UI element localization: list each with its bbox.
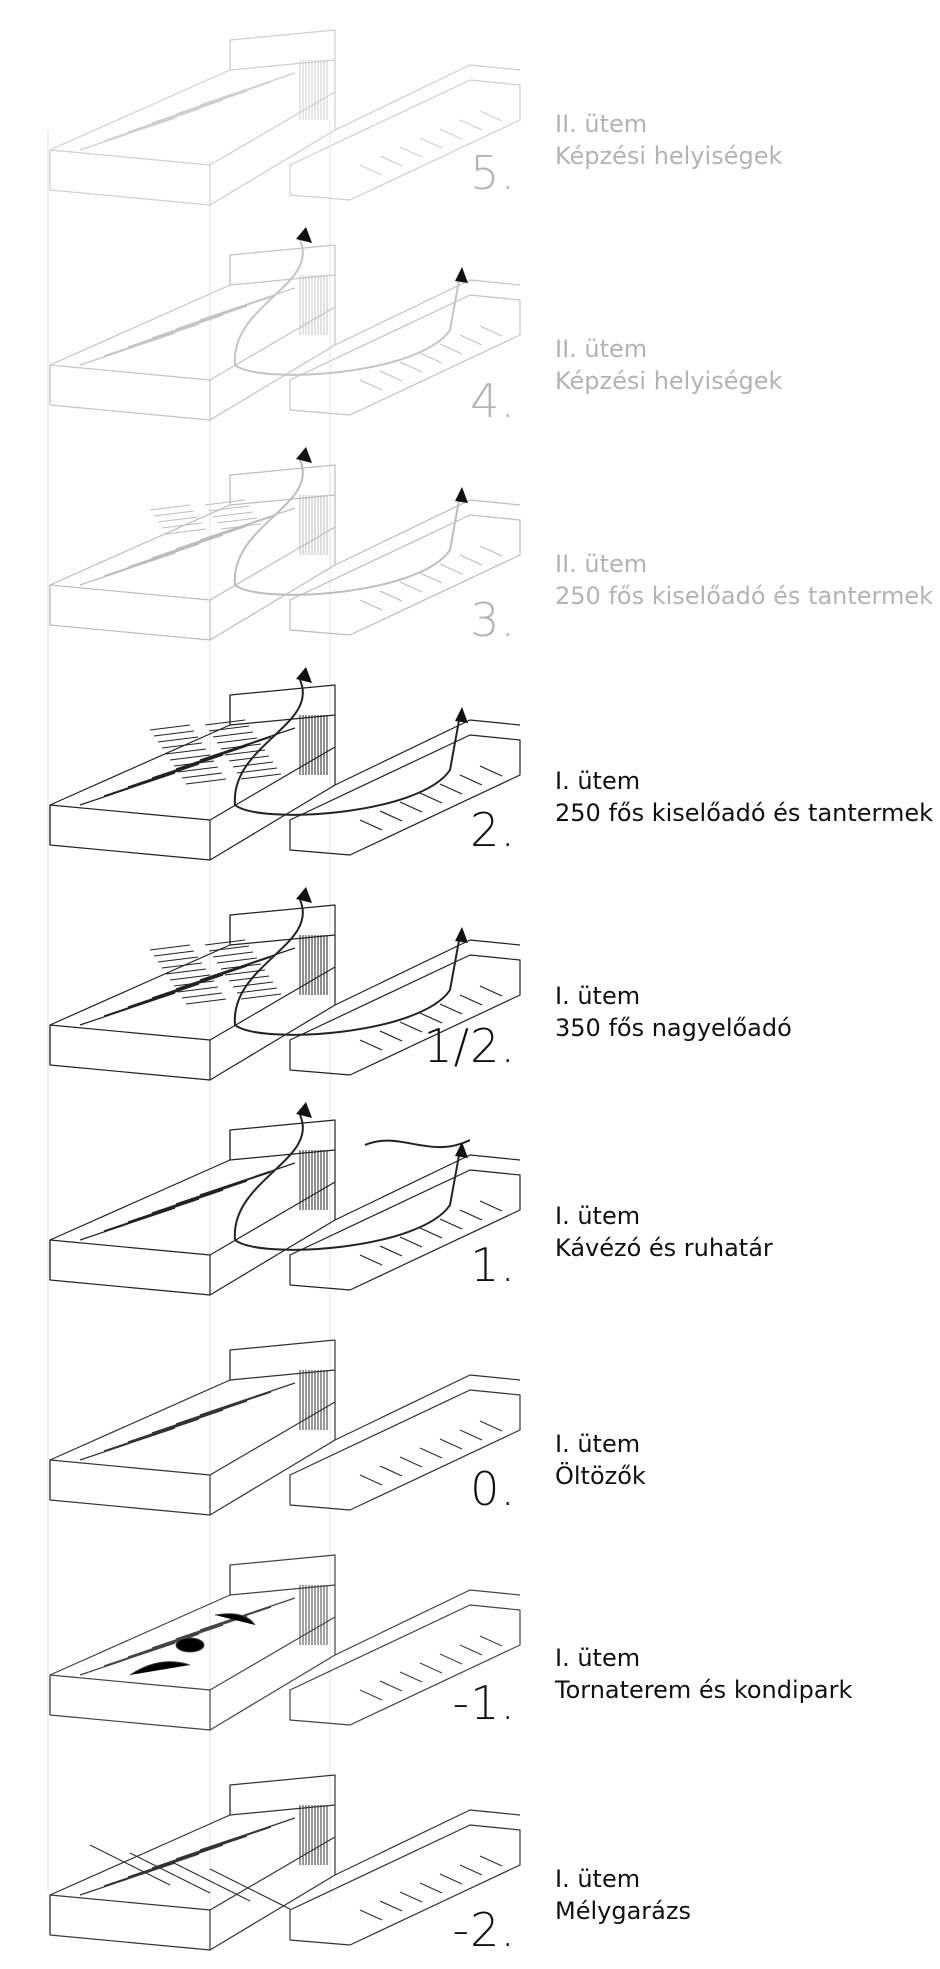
floor-number: 3. [470, 593, 516, 647]
plan-lines [49, 29, 521, 206]
level-1-2: 1/2. I. ütem 350 fős nagyelőadó [0, 875, 940, 1090]
description-label: 350 fős nagyelőadó [555, 1014, 792, 1042]
floor-plan-level-4 [49, 227, 521, 421]
floor-number: 0. [470, 1462, 516, 1516]
floor-plan-level-3 [49, 447, 521, 641]
phase-label: I. ütem [555, 1644, 641, 1672]
floor-label: I. ütem 250 fős kiselőadó és tantermek [555, 765, 933, 829]
floor-plan-level-5 [49, 29, 521, 206]
floor-label: I. ütem Öltözők [555, 1428, 646, 1492]
floor-label: I. ütem Kávézó és ruhatár [555, 1200, 773, 1264]
description-label: Öltözők [555, 1462, 646, 1490]
floor-label: I. ütem Tornaterem és kondipark [555, 1642, 852, 1706]
phase-label: I. ütem [555, 1865, 641, 1893]
plan-lines [49, 1119, 521, 1296]
floor-label: II. ütem Képzési helyiségek [555, 108, 782, 172]
plan-lines [49, 464, 521, 641]
level-3: 3. II. ütem 250 fős kiselőadó és tanterm… [0, 435, 940, 655]
plan-lines [49, 684, 521, 861]
floor-label: I. ütem 350 fős nagyelőadó [555, 980, 792, 1044]
description-label: Mélygarázs [555, 1897, 691, 1925]
phase-label: II. ütem [555, 110, 648, 138]
level-1: 1. I. ütem Kávézó és ruhatár [0, 1090, 940, 1310]
floor-plan-level-minus-2 [49, 1774, 521, 1951]
description-label: Tornaterem és kondipark [555, 1676, 853, 1704]
level-2: 2. I. ütem 250 fős kiselőadó és tanterme… [0, 655, 940, 875]
description-label: Képzési helyiségek [555, 367, 783, 395]
plan-lines [49, 1339, 521, 1516]
floor-plan-level-0 [49, 1339, 521, 1516]
phase-label: I. ütem [555, 982, 641, 1010]
floor-number: 1. [470, 1238, 516, 1292]
plan-lines [49, 244, 521, 421]
floor-number: 1/2. [423, 1019, 516, 1073]
description-label: Kávézó és ruhatár [555, 1234, 773, 1262]
floor-plan-level-2 [49, 667, 521, 861]
level-minus-2: -2. I. ütem Mélygarázs [0, 1745, 940, 1969]
floor-number: 5. [470, 146, 516, 200]
description-label: Képzési helyiségek [555, 142, 783, 170]
phase-label: I. ütem [555, 767, 641, 795]
floor-number: -2. [452, 1903, 516, 1957]
floor-plan-level-minus-1 [49, 1554, 521, 1731]
floor-label: II. ütem 250 fős kiselőadó és tantermek [555, 548, 933, 612]
phase-label: II. ütem [555, 550, 648, 578]
plan-lines [49, 1774, 521, 1951]
level-minus-1: -1. I. ütem Tornaterem és kondipark [0, 1525, 940, 1745]
phase-label: II. ütem [555, 335, 648, 363]
level-5: 5. II. ütem Képzési helyiségek [0, 0, 940, 220]
description-label: 250 fős kiselőadó és tantermek [555, 799, 934, 827]
plan-lines [49, 1554, 521, 1731]
floor-plan-level-1 [49, 1102, 521, 1296]
phase-label: I. ütem [555, 1202, 641, 1230]
floor-label: I. ütem Mélygarázs [555, 1863, 691, 1927]
floor-number: -1. [452, 1676, 516, 1730]
level-4: 4. II. ütem Képzési helyiségek [0, 215, 940, 435]
phase-label: I. ütem [555, 1430, 641, 1458]
floor-number: 4. [470, 374, 516, 428]
floor-number: 2. [470, 803, 516, 857]
description-label: 250 fős kiselőadó és tantermek [555, 582, 934, 610]
floor-label: II. ütem Képzési helyiségek [555, 333, 782, 397]
floor-plan-level-1-2 [49, 887, 521, 1081]
level-0: 0. I. ütem Öltözők [0, 1310, 940, 1525]
